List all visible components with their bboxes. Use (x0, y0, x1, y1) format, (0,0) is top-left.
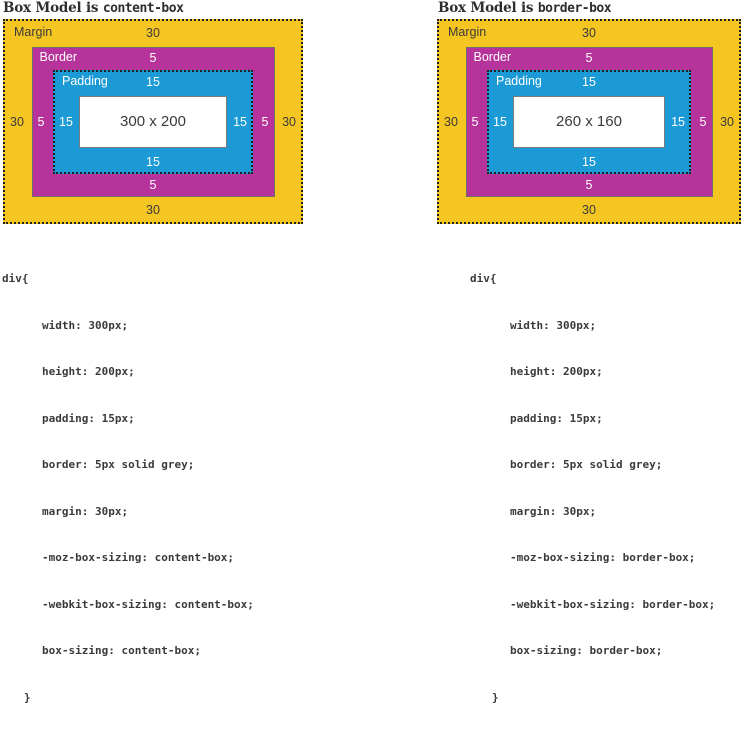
code-selector: div{ (470, 272, 497, 285)
border-bottom-value: 5 (149, 178, 157, 192)
border-left-value: 5 (471, 114, 479, 129)
padding-right-value: 15 (671, 114, 685, 129)
margin-top-value: 30 (582, 26, 596, 40)
code-selector: div{ (2, 272, 29, 285)
box-model-panel-border-box: Box Model is border-box Margin 30 30 30 … (434, 0, 741, 704)
code-declaration: padding: 15px; (510, 411, 603, 425)
margin-right-value: 30 (720, 114, 734, 129)
code-declaration: margin: 30px; (510, 504, 597, 518)
margin-left-value: 30 (10, 114, 24, 129)
code-declaration: height: 200px; (42, 365, 135, 378)
border-top-value: 5 (585, 50, 593, 65)
content-box: 260 x 160 (513, 95, 665, 148)
title-value: border-box (537, 1, 612, 16)
page-title-content-box: Box Model is content-box (3, 0, 184, 16)
border-layer: Border 5 5 5 5 Padding 15 15 15 15 260 x… (465, 46, 713, 197)
css-code-block-border-box: div{ width: 300px; height: 200px; paddin… (470, 240, 715, 736)
code-declaration: box-sizing: content-box; (42, 644, 201, 657)
padding-label: Padding (496, 73, 542, 88)
border-label: Border (39, 49, 78, 64)
padding-layer: Padding 15 15 15 15 300 x 200 (53, 69, 253, 174)
padding-bottom-value: 15 (146, 155, 160, 169)
code-declaration: -moz-box-sizing: border-box; (510, 551, 696, 564)
padding-layer: Padding 15 15 15 15 260 x 160 (487, 69, 691, 174)
padding-bottom-value: 15 (582, 155, 596, 169)
code-declaration: margin: 30px; (42, 504, 129, 518)
code-close-brace: } (24, 690, 31, 704)
margin-right-value: 30 (282, 114, 296, 129)
page-title-border-box: Box Model is border-box (438, 0, 612, 16)
code-declaration: border: 5px solid grey; (510, 458, 663, 471)
margin-layer: Margin 30 30 30 30 Border 5 5 5 5 Paddin… (3, 19, 303, 224)
code-close-brace: } (492, 690, 499, 704)
margin-bottom-value: 30 (582, 202, 596, 217)
padding-top-value: 15 (146, 74, 160, 89)
padding-left-value: 15 (493, 114, 507, 129)
box-model-panel-content-box: Box Model is content-box Margin 30 30 30… (0, 0, 306, 704)
padding-left-value: 15 (59, 114, 73, 129)
code-declaration: -webkit-box-sizing: border-box; (510, 597, 716, 611)
title-value: content-box (102, 1, 184, 16)
code-declaration: -moz-box-sizing: content-box; (42, 551, 235, 564)
content-dimensions-label: 260 x 160 (556, 113, 622, 130)
padding-right-value: 15 (233, 114, 247, 129)
border-bottom-value: 5 (585, 178, 593, 192)
margin-label: Margin (448, 25, 487, 39)
code-declaration: box-sizing: border-box; (510, 644, 663, 657)
margin-bottom-value: 30 (146, 202, 160, 217)
title-prefix: Box Model is (438, 0, 538, 16)
padding-label: Padding (62, 73, 108, 88)
code-declaration: padding: 15px; (42, 411, 135, 425)
code-declaration: border: 5px solid grey; (42, 458, 195, 471)
border-layer: Border 5 5 5 5 Padding 15 15 15 15 300 x… (31, 46, 275, 197)
border-label: Border (473, 49, 512, 64)
code-declaration: width: 300px; (510, 318, 597, 332)
margin-left-value: 30 (444, 114, 458, 129)
css-code-block-content-box: div{ width: 300px; height: 200px; paddin… (2, 240, 254, 736)
border-right-value: 5 (699, 114, 707, 129)
margin-top-value: 30 (146, 26, 160, 40)
content-box: 300 x 200 (79, 95, 227, 148)
code-declaration: width: 300px; (42, 318, 129, 332)
code-declaration: -webkit-box-sizing: content-box; (42, 597, 254, 611)
title-prefix: Box Model is (3, 0, 103, 16)
margin-layer: Margin 30 30 30 30 Border 5 5 5 5 Paddin… (437, 19, 741, 224)
border-top-value: 5 (149, 50, 157, 65)
border-left-value: 5 (37, 114, 45, 129)
border-right-value: 5 (261, 114, 269, 129)
padding-top-value: 15 (582, 74, 596, 89)
margin-label: Margin (14, 25, 53, 39)
content-dimensions-label: 300 x 200 (120, 113, 186, 130)
code-declaration: height: 200px; (510, 365, 603, 378)
